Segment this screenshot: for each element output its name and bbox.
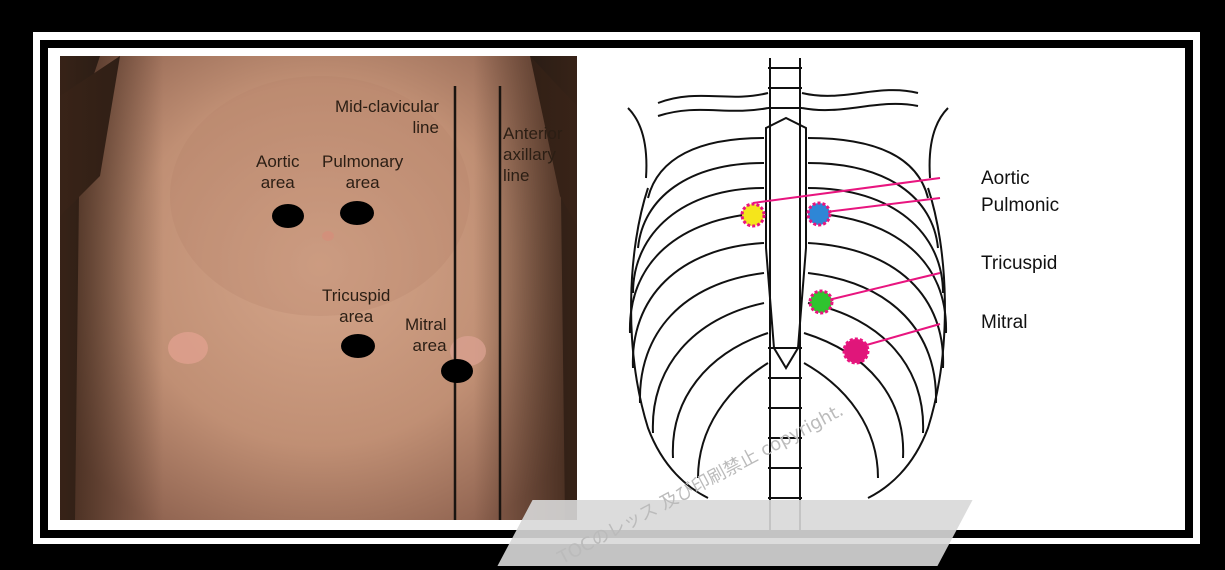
figure-canvas: Mid-clavicular line Anterior axillary li… — [48, 48, 1185, 530]
chest-photo: Mid-clavicular line Anterior axillary li… — [60, 56, 577, 520]
diagram-aortic-label: Aortic — [981, 168, 1030, 190]
anterior-axillary-line-label: Anterior axillary line — [503, 123, 563, 186]
mitral-area-label: Mitral area — [405, 314, 447, 356]
aortic-area-label: Aortic area — [256, 151, 299, 193]
diagram-mitral-label: Mitral — [981, 312, 1027, 334]
mitral-marker — [844, 339, 868, 363]
rib-cage-diagram: Aortic Pulmonic Tricuspid Mitral — [588, 48, 1185, 530]
mid-clavicular-line-label: Mid-clavicular line — [335, 96, 439, 138]
rib-cage-illustration — [588, 48, 1185, 530]
diagram-pulmonic-label: Pulmonic — [981, 195, 1059, 217]
pulmonary-area-label: Pulmonary area — [322, 151, 403, 193]
tricuspid-marker — [810, 291, 832, 313]
aortic-marker — [742, 204, 764, 226]
aortic-leader-line — [753, 178, 940, 203]
tricuspid-area-label: Tricuspid area — [322, 285, 390, 327]
chest-photo-illustration — [60, 56, 577, 520]
diagram-tricuspid-label: Tricuspid — [981, 253, 1057, 275]
pulmonic-marker — [808, 203, 830, 225]
